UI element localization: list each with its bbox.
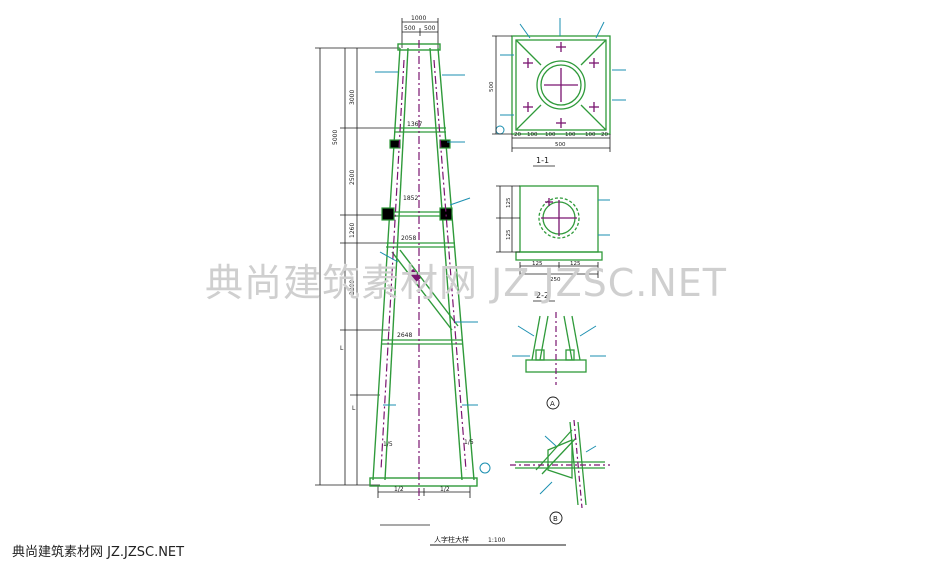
detail-b-leaders (539, 435, 597, 495)
section-2-2-dimension-text: 125 125 125 125 250 (506, 197, 581, 283)
section-2-2-leaders (598, 199, 610, 236)
section-1-1-frame (511, 35, 611, 135)
section-2-2-dimension-lines (496, 185, 599, 278)
dim-inner-0: 1367 (407, 121, 422, 128)
dim-top-2: 500 (424, 25, 436, 32)
dim-bottom-0: 1/2 (394, 486, 404, 493)
s11-dim-part-1: 100 (527, 132, 538, 138)
dim-left-3: 1260 (349, 223, 356, 238)
angle-right: 1/5 (464, 439, 474, 446)
dim-left-0: 5000 (332, 130, 339, 145)
section-1-1-dimension-text: 500 20 100 100 100 100 20 500 (489, 81, 608, 148)
section-1-1-label: 1-1 (536, 156, 549, 165)
scale-text: 1:100 (488, 537, 505, 544)
leg-members (369, 43, 478, 487)
watermark-corner: 典尚建筑素材网 JZ.JZSC.NET (12, 545, 185, 560)
section-1-1-dimension-lines (492, 35, 611, 152)
dim-top-0: 1000 (411, 15, 426, 22)
s22-dim-side-0: 125 (506, 197, 512, 208)
s22-dim-part-1: 125 (570, 261, 581, 267)
detail-b-label: B (549, 511, 563, 525)
dim-inner-1: 1852 (403, 195, 418, 202)
s22-dim-side-1: 125 (506, 229, 512, 240)
diagonal-brace (391, 249, 459, 331)
s11-dim-part-4: 100 (585, 132, 596, 138)
title-text: 人字柱大样 (434, 535, 469, 544)
section-1-1: 500 20 100 100 100 100 20 500 1-1 (489, 18, 626, 167)
detail-a-structure (525, 315, 587, 373)
elevation-dimension-lines (315, 18, 471, 498)
section-2-2-bolts (541, 198, 577, 236)
section-2-2: 125 125 125 125 250 2-2 (496, 185, 610, 302)
s11-dim-part-2: 100 (545, 132, 556, 138)
detail-a-leaders (512, 325, 606, 357)
s11-dim-part-5: 20 (601, 132, 608, 138)
elevation-centerlines (380, 40, 467, 500)
s11-dim-part-0: 20 (514, 132, 521, 138)
elevation-view: 5000 3000 2500 1260 2209 L L 1000 500 50… (315, 15, 491, 526)
s22-dim-total: 250 (550, 277, 561, 283)
elevation-dimension-text: 5000 3000 2500 1260 2209 L L 1000 500 50… (332, 15, 474, 493)
dim-left-4: 2209 (349, 280, 356, 295)
detail-a: A (512, 312, 606, 410)
s11-dim-total: 500 (555, 142, 566, 148)
section-1-1-bolts (523, 42, 599, 128)
section-2-2-label: 2-2 (536, 291, 549, 300)
dim-bottom-1: 1/2 (440, 486, 450, 493)
dim-left-2: 2500 (349, 170, 356, 185)
s11-dim-side: 500 (489, 81, 495, 92)
horizontal-struts (381, 127, 462, 345)
s22-dim-part-0: 125 (532, 261, 543, 267)
dim-left-1: 3000 (349, 90, 356, 105)
dim-left-5: L (340, 345, 344, 352)
detail-a-label: A (546, 396, 560, 410)
watermark-center: 典尚建筑素材网 JZ.JZSC.NET (205, 261, 728, 305)
title-block: 人字柱大样 1:100 (430, 535, 566, 546)
detail-b-structure (515, 421, 605, 506)
dim-inner-2: 2058 (401, 235, 416, 242)
dim-top-1: 500 (404, 25, 416, 32)
dim-inner-3: 2648 (397, 332, 412, 339)
elevation-leaders (375, 71, 491, 474)
detail-b-label-text: B (553, 515, 558, 523)
detail-a-label-text: A (550, 400, 555, 408)
detail-b-centerline (510, 419, 610, 509)
s11-dim-part-3: 100 (565, 132, 576, 138)
dim-left-6: L (352, 405, 356, 412)
detail-b: B (510, 419, 610, 525)
angle-left: 1/5 (383, 441, 393, 448)
